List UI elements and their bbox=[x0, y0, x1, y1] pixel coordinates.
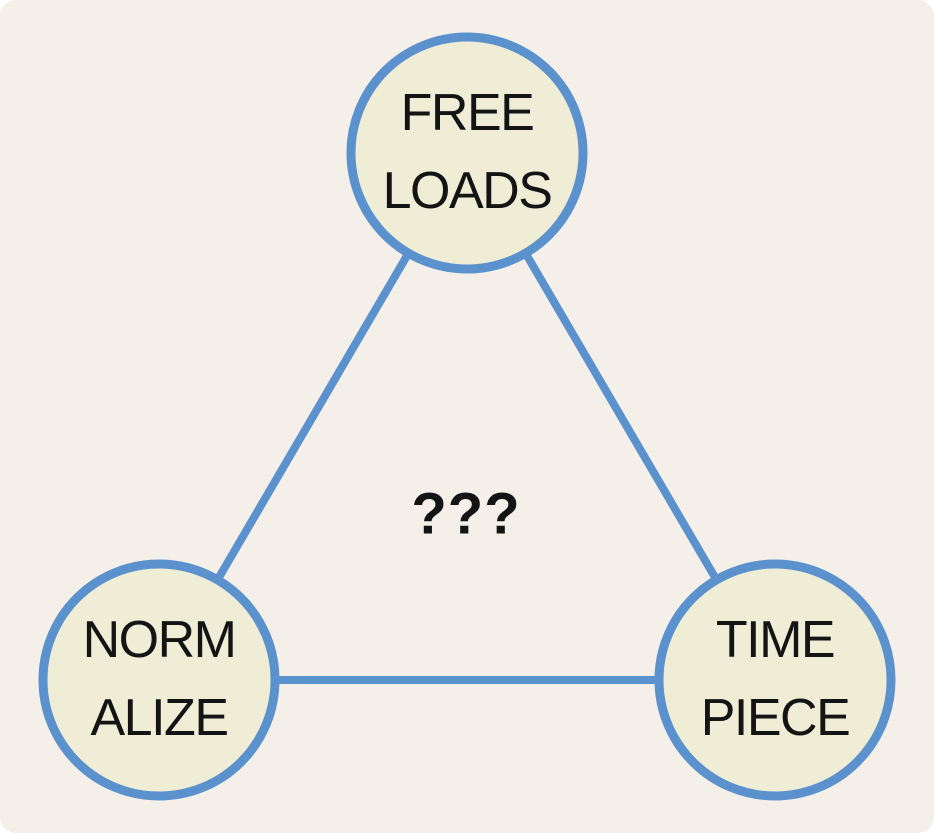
node-free-loads-label-line1: FREE bbox=[401, 84, 534, 142]
node-timepiece-label-line2: PIECE bbox=[701, 689, 850, 747]
center-question-label: ??? bbox=[411, 482, 520, 547]
node-timepiece-circle bbox=[654, 559, 896, 801]
node-timepiece-label-line1: TIME bbox=[716, 611, 834, 669]
node-free-loads-label-line2: LOADS bbox=[383, 162, 552, 220]
node-normalize-label-line2: ALIZE bbox=[91, 689, 228, 747]
node-timepiece: TIME PIECE bbox=[654, 559, 896, 801]
node-free-loads: FREE LOADS bbox=[346, 32, 588, 274]
node-normalize-label-line1: NORM bbox=[83, 611, 236, 669]
node-normalize: NORM ALIZE bbox=[38, 559, 280, 801]
node-normalize-circle bbox=[38, 559, 280, 801]
node-free-loads-circle bbox=[346, 32, 588, 274]
